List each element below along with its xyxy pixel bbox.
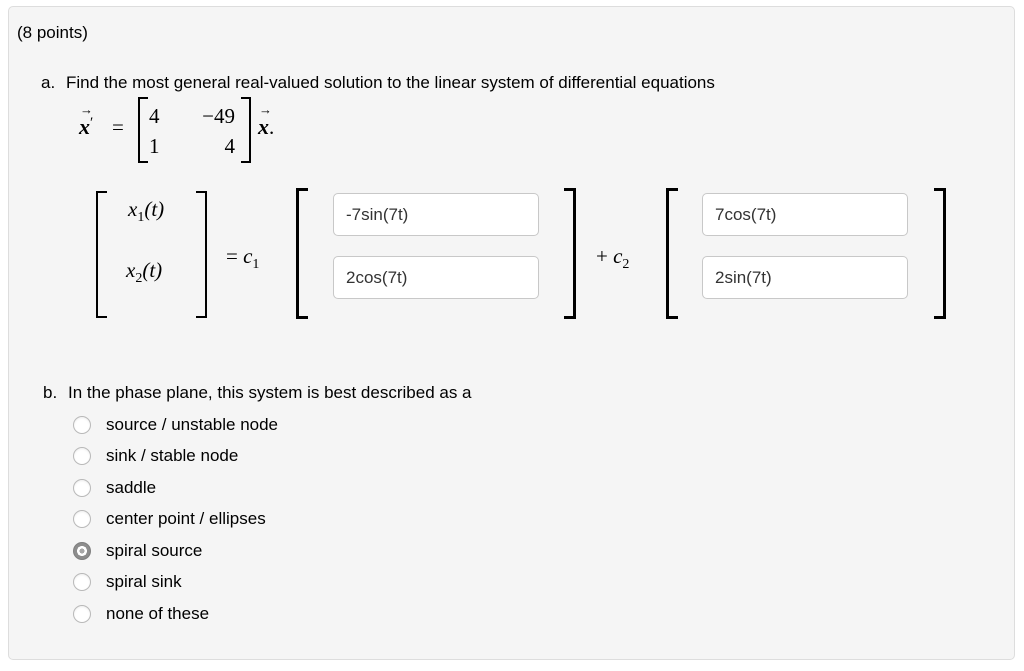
answer-vector1-bracket-left (296, 188, 308, 319)
answer-vector2-bracket-right (934, 188, 946, 319)
vector-letter: x (258, 114, 269, 139)
lhs-vector-bracket-left (96, 191, 107, 318)
part-a-item-label: a. (41, 73, 56, 92)
part-a-prompt: Find the most general real-valued soluti… (66, 73, 715, 92)
radio-label[interactable]: sink / stable node (106, 446, 239, 465)
vector-letter: x (79, 114, 90, 139)
matrix-bracket-left (138, 97, 148, 163)
radio-label[interactable]: spiral source (106, 541, 203, 560)
x2-argument: (t) (142, 258, 163, 282)
radio-option-saddle[interactable]: saddle (73, 477, 156, 499)
answer-vector1-bracket-right (564, 188, 576, 319)
radio-button[interactable] (73, 510, 91, 528)
x2-subscript: 2 (135, 271, 143, 286)
x2-letter: x (126, 258, 136, 282)
matrix-bracket-right (241, 97, 251, 163)
radio-button[interactable] (73, 447, 91, 465)
part-b-item-label: b. (43, 383, 58, 402)
part-b-prompt: In the phase plane, this system is best … (68, 383, 472, 402)
matrix-entry-r1c2: −49 (202, 104, 235, 128)
radio-button-selected[interactable] (73, 542, 91, 560)
problem-panel: (8 points) a. Find the most general real… (8, 6, 1015, 660)
radio-button[interactable] (73, 605, 91, 623)
answer-vector2-bracket-left (666, 188, 678, 319)
c2-letter: c (613, 244, 623, 268)
radio-button[interactable] (73, 416, 91, 434)
radio-button[interactable] (73, 573, 91, 591)
plus-c2: + c2 (596, 244, 629, 272)
c1-subscript: 1 (252, 257, 260, 272)
period: . (269, 115, 275, 139)
matrix-entry-r2c1: 1 (149, 134, 160, 158)
radio-label[interactable]: center point / ellipses (106, 509, 266, 528)
matrix-entry-r1c1: 4 (149, 104, 160, 128)
equals-sign: = (226, 244, 238, 268)
coefficient-matrix: 4 −49 1 4 (149, 103, 235, 160)
vector-x: →x (258, 103, 272, 140)
matrix-entry-r2c2: 4 (224, 134, 236, 158)
radio-option-sink-stable-node[interactable]: sink / stable node (73, 445, 238, 467)
answer-input-vector2-row1[interactable] (702, 193, 908, 236)
answer-input-vector2-row2[interactable] (702, 256, 908, 299)
radio-label[interactable]: source / unstable node (106, 415, 279, 434)
lhs-vector-bracket-right (196, 191, 207, 318)
x1-letter: x (128, 197, 138, 221)
radio-option-spiral-source[interactable]: spiral source (73, 540, 202, 562)
ode-lhs-vector-x-prime: →x′ (79, 103, 94, 140)
solution-x1-entry: x1(t) (128, 197, 164, 225)
vector-x: →x (79, 103, 93, 140)
ode-equals-sign: = (112, 115, 124, 139)
radio-label[interactable]: none of these (106, 604, 210, 623)
x1-argument: (t) (144, 197, 165, 221)
prime-mark: ′ (90, 115, 94, 131)
radio-label[interactable]: saddle (106, 478, 157, 497)
c2-subscript: 2 (622, 257, 630, 272)
radio-option-none-of-these[interactable]: none of these (73, 603, 209, 625)
ode-rhs-vector-x: →x. (258, 103, 275, 140)
equals-c1: = c1 (226, 244, 259, 272)
answer-input-vector1-row1[interactable] (333, 193, 539, 236)
radio-option-source-unstable-node[interactable]: source / unstable node (73, 414, 278, 436)
c1-letter: c (243, 244, 253, 268)
plus-sign: + (596, 244, 608, 268)
radio-option-center-point-ellipses[interactable]: center point / ellipses (73, 508, 266, 530)
answer-input-vector1-row2[interactable] (333, 256, 539, 299)
radio-option-spiral-sink[interactable]: spiral sink (73, 571, 182, 593)
solution-x2-entry: x2(t) (126, 258, 162, 286)
vector-arrow-icon: → (80, 102, 93, 117)
radio-label[interactable]: spiral sink (106, 572, 182, 591)
points-label: (8 points) (17, 23, 88, 42)
x1-subscript: 1 (137, 210, 145, 225)
radio-button[interactable] (73, 479, 91, 497)
vector-arrow-icon: → (259, 102, 272, 117)
